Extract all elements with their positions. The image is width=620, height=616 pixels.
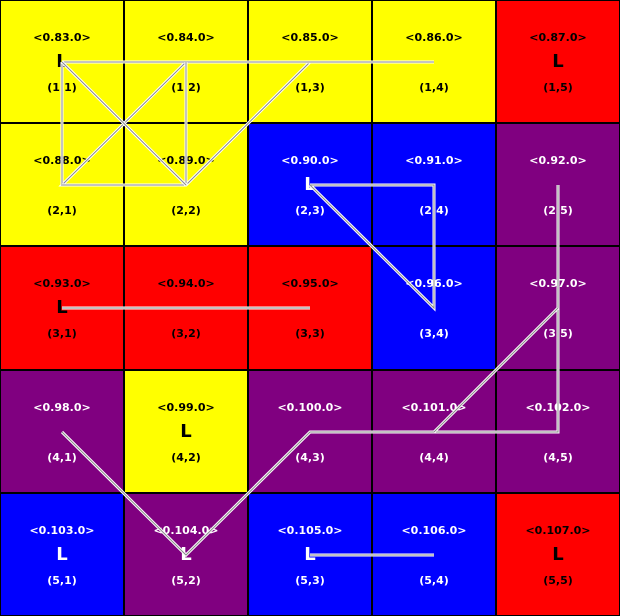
cell-coord: (1,3) — [295, 81, 325, 94]
cell-3-3[interactable]: <0.95.0> (3,3) — [248, 246, 372, 370]
cell-coord: (1,5) — [543, 81, 573, 94]
cell-tag: <0.89.0> — [157, 154, 215, 167]
cell-tag: <0.93.0> — [33, 277, 91, 290]
cell-coord: (3,2) — [171, 327, 201, 340]
cell-coord: (1,4) — [419, 81, 449, 94]
cell-4-4[interactable]: <0.101.0> (4,4) — [372, 370, 496, 493]
cell-1-1[interactable]: <0.83.0> L (1,1) — [0, 0, 124, 123]
cell-coord: (3,1) — [47, 327, 77, 340]
cell-5-5[interactable]: <0.107.0> L (5,5) — [496, 493, 620, 616]
cell-tag: <0.98.0> — [33, 401, 91, 414]
cell-coord: (3,4) — [419, 327, 449, 340]
cell-4-5[interactable]: <0.102.0> (4,5) — [496, 370, 620, 493]
cell-tag: <0.86.0> — [405, 31, 463, 44]
cell-5-2[interactable]: <0.104.0> L (5,2) — [124, 493, 248, 616]
cell-tag: <0.107.0> — [525, 524, 591, 537]
cell-3-1[interactable]: <0.93.0> L (3,1) — [0, 246, 124, 370]
cell-coord: (1,1) — [47, 81, 77, 94]
cell-letter: L — [552, 544, 564, 565]
cell-coord: (3,3) — [295, 327, 325, 340]
cell-tag: <0.88.0> — [33, 154, 91, 167]
cell-tag: <0.94.0> — [157, 277, 215, 290]
cell-coord: (1,2) — [171, 81, 201, 94]
cell-tag: <0.99.0> — [157, 401, 215, 414]
cell-letter: L — [56, 297, 68, 318]
cell-1-3[interactable]: <0.85.0> (1,3) — [248, 0, 372, 123]
cell-3-4[interactable]: <0.96.0> (3,4) — [372, 246, 496, 370]
cell-tag: <0.85.0> — [281, 31, 339, 44]
cell-tag: <0.83.0> — [33, 31, 91, 44]
cell-5-4[interactable]: <0.106.0> (5,4) — [372, 493, 496, 616]
cell-tag: <0.97.0> — [529, 277, 587, 290]
cell-letter: L — [304, 544, 316, 565]
cell-coord: (4,4) — [419, 451, 449, 464]
cell-tag: <0.91.0> — [405, 154, 463, 167]
cell-1-4[interactable]: <0.86.0> (1,4) — [372, 0, 496, 123]
cell-tag: <0.90.0> — [281, 154, 339, 167]
cell-coord: (5,4) — [419, 574, 449, 587]
cell-coord: (2,4) — [419, 204, 449, 217]
cell-coord: (5,2) — [171, 574, 201, 587]
cell-coord: (2,3) — [295, 204, 325, 217]
cell-coord: (4,1) — [47, 451, 77, 464]
cell-3-5[interactable]: <0.97.0> (3,5) — [496, 246, 620, 370]
cell-coord: (5,5) — [543, 574, 573, 587]
cell-coord: (2,1) — [47, 204, 77, 217]
cell-5-3[interactable]: <0.105.0> L (5,3) — [248, 493, 372, 616]
cell-letter: L — [56, 544, 68, 565]
cell-tag: <0.87.0> — [529, 31, 587, 44]
cell-letter: L — [552, 51, 564, 72]
cell-4-1[interactable]: <0.98.0> (4,1) — [0, 370, 124, 493]
cell-letter: L — [180, 421, 192, 442]
cell-tag: <0.104.0> — [153, 524, 219, 537]
cell-letter: L — [304, 174, 316, 195]
cell-tag: <0.100.0> — [277, 401, 343, 414]
cell-coord: (2,2) — [171, 204, 201, 217]
cell-letter: L — [180, 544, 192, 565]
cell-5-1[interactable]: <0.103.0> L (5,1) — [0, 493, 124, 616]
cell-2-4[interactable]: <0.91.0> (2,4) — [372, 123, 496, 246]
cell-2-2[interactable]: <0.89.0> (2,2) — [124, 123, 248, 246]
cell-coord: (5,1) — [47, 574, 77, 587]
cell-coord: (2,5) — [543, 204, 573, 217]
cell-4-2[interactable]: <0.99.0> L (4,2) — [124, 370, 248, 493]
cell-coord: (3,5) — [543, 327, 573, 340]
cell-2-5[interactable]: <0.92.0> (2,5) — [496, 123, 620, 246]
cell-letter: L — [56, 51, 68, 72]
cell-tag: <0.101.0> — [401, 401, 467, 414]
cell-tag: <0.102.0> — [525, 401, 591, 414]
cell-tag: <0.96.0> — [405, 277, 463, 290]
cell-tag: <0.95.0> — [281, 277, 339, 290]
cell-1-2[interactable]: <0.84.0> (1,2) — [124, 0, 248, 123]
cell-3-2[interactable]: <0.94.0> (3,2) — [124, 246, 248, 370]
cell-tag: <0.84.0> — [157, 31, 215, 44]
cell-coord: (4,2) — [171, 451, 201, 464]
cell-coord: (5,3) — [295, 574, 325, 587]
cell-2-1[interactable]: <0.88.0> (2,1) — [0, 123, 124, 246]
cell-2-3[interactable]: <0.90.0> L (2,3) — [248, 123, 372, 246]
cell-coord: (4,5) — [543, 451, 573, 464]
cell-tag: <0.106.0> — [401, 524, 467, 537]
cell-coord: (4,3) — [295, 451, 325, 464]
cell-tag: <0.105.0> — [277, 524, 343, 537]
cell-4-3[interactable]: <0.100.0> (4,3) — [248, 370, 372, 493]
cell-1-5[interactable]: <0.87.0> L (1,5) — [496, 0, 620, 123]
cell-tag: <0.92.0> — [529, 154, 587, 167]
cell-tag: <0.103.0> — [29, 524, 95, 537]
